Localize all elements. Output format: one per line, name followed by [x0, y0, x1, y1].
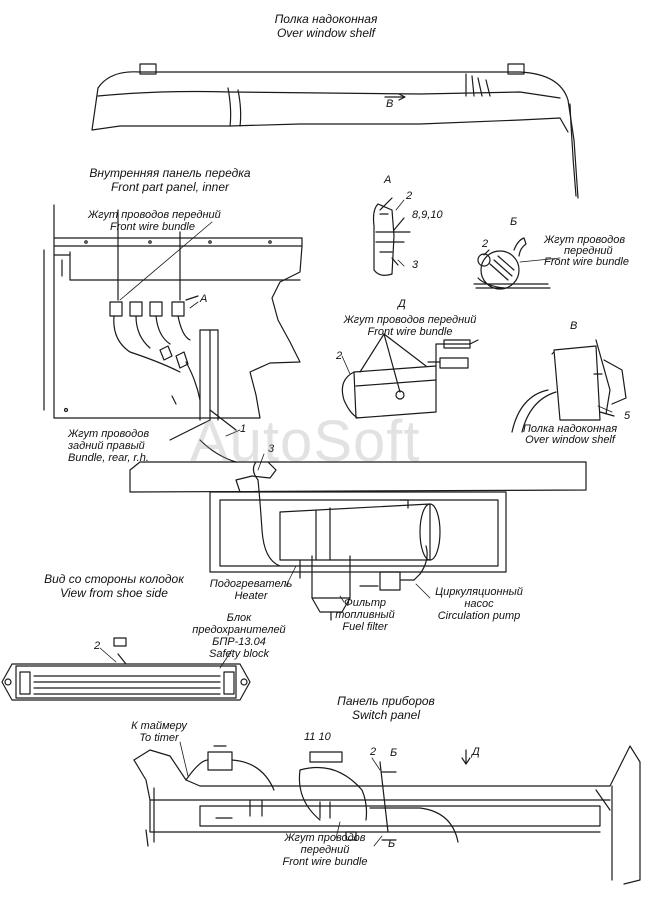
view-b-bundle-en: Front wire bundle: [544, 256, 629, 268]
view-v-drawing: [511, 339, 627, 433]
fuel-filter-ru2: топливный: [335, 609, 395, 621]
shelf-title-ru: Полка надоконная: [274, 12, 378, 26]
heater-label-ru: Подогреватель: [209, 578, 293, 590]
view-d-callout-2: 2: [336, 350, 343, 362]
front-bundle-label-ru: Жгут проводов передний: [88, 209, 221, 221]
view-a-callout-3: 3: [412, 259, 419, 271]
callout-a-marker: А: [200, 293, 208, 305]
view-d-bundle-ru: Жгут проводов передний: [343, 314, 477, 326]
shelf-title-en: Over window shelf: [276, 26, 376, 40]
view-d-title: Д: [398, 298, 406, 310]
circ-pump-en: Circulation pump: [437, 610, 521, 622]
front-panel-title-en: Front part panel, inner: [110, 180, 230, 194]
timer-label-ru: К таймеру: [131, 720, 187, 732]
fuel-filter-en: Fuel filter: [342, 621, 388, 633]
callout-3: 3: [268, 443, 275, 455]
section-b-top: Б: [390, 747, 398, 759]
view-b-bundle-ru1: Жгут проводов: [544, 234, 626, 246]
view-a-title: А: [384, 174, 392, 186]
shoe-view-en: View from shoe side: [60, 586, 168, 600]
front-bundle-label-en: Front wire bundle: [110, 221, 195, 233]
view-v-shelf-ru: Полка надоконная: [522, 423, 618, 435]
switch-panel-ru: Панель приборов: [337, 694, 435, 708]
safety-block-drawing: [1, 637, 251, 701]
rear-bundle-ru2: задний правый: [68, 440, 145, 452]
bottom-bundle-ru2: передний: [300, 844, 350, 856]
safety-block-ru2: предохранителей: [192, 624, 286, 636]
heater-assembly-drawing: [129, 439, 587, 621]
view-d-drawing: [341, 333, 479, 419]
view-b-callout-2: 2: [482, 238, 489, 250]
heater-label-en: Heater: [234, 590, 268, 602]
over-window-shelf-drawing: [91, 63, 579, 199]
view-b-title: Б: [510, 216, 518, 228]
safety-block-ru1: Блок: [226, 612, 252, 624]
safety-block-en: Safety block: [209, 648, 269, 660]
shoe-view-ru: Вид со стороны колодок: [44, 572, 184, 586]
switch-panel-drawing: [133, 745, 641, 885]
front-panel-title-ru: Внутренняя панель передка: [89, 166, 251, 180]
leader-lines: [99, 199, 613, 847]
watermark: AutoSoft: [190, 409, 421, 474]
bottom-bundle-ru1: Жгут проводов: [284, 832, 366, 844]
front-panel-drawing: [43, 204, 303, 441]
view-b-bundle-ru2: передний: [564, 245, 613, 257]
switch-panel-en: Switch panel: [351, 708, 421, 722]
view-marker-v: В: [386, 98, 394, 110]
view-v-title: В: [570, 320, 578, 332]
callout-11-10: 11 10: [304, 731, 331, 743]
safety-block-ru3: БПР-13.04: [212, 636, 266, 648]
rear-bundle-ru1: Жгут проводов: [68, 428, 150, 440]
view-a-drawing: [372, 197, 411, 276]
rear-bundle-en: Bundle, rear, r.h.: [68, 452, 149, 464]
callout-1: 1: [240, 423, 247, 435]
bottom-bundle-en: Front wire bundle: [282, 856, 368, 868]
circ-pump-ru2: насос: [464, 598, 494, 610]
view-v-callout-5: 5: [624, 410, 631, 422]
section-b-bottom: Б: [388, 838, 396, 850]
view-a-callout-8-9-10: 8,9,10: [412, 209, 443, 221]
section-d-arrow: Д: [472, 746, 480, 758]
timer-label-en: To timer: [139, 732, 179, 744]
view-d-bundle-en: Front wire bundle: [367, 326, 453, 338]
view-a-callout-2: 2: [406, 190, 413, 202]
view-v-shelf-en: Over window shelf: [525, 434, 615, 446]
callout-2-safety: 2: [94, 640, 101, 652]
circ-pump-ru1: Циркуляционный: [435, 586, 523, 598]
callout-2-switch: 2: [370, 746, 377, 758]
fuel-filter-ru1: Фильтр: [343, 597, 386, 609]
view-b-drawing: [473, 237, 551, 290]
